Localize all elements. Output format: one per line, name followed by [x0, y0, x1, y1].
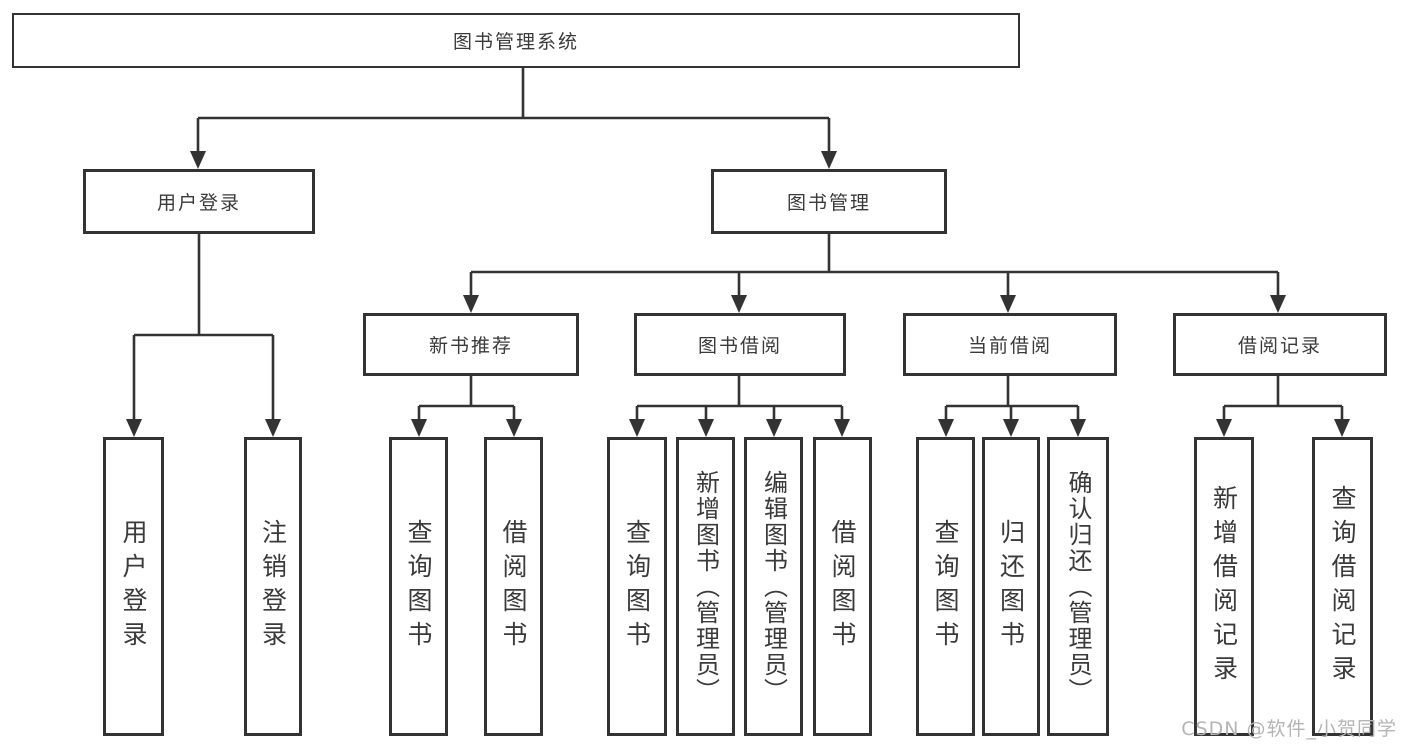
- leaf-newbook-borrow-book: 借阅图书: [484, 437, 543, 736]
- connector-user-login-to-leaves: [126, 234, 281, 437]
- node-user-login: 用户登录: [83, 169, 315, 234]
- connector-book-management-to-level2: [463, 234, 1286, 313]
- connector-borrow-records-to-leaves: [1216, 376, 1350, 437]
- leaf-current-return-book: 归还图书: [982, 437, 1040, 736]
- leaf-borrow-borrow-book: 借阅图书: [813, 437, 872, 736]
- leaf-borrow-edit-book-admin: 编辑图书（管理员）: [744, 437, 803, 736]
- leaf-borrow-query-book: 查询图书: [607, 437, 667, 736]
- watermark: CSDN @软件_小贺同学: [1181, 718, 1397, 740]
- leaf-current-confirm-return-admin: 确认归还（管理员）: [1047, 437, 1109, 736]
- leaf-current-query-book: 查询图书: [916, 437, 975, 736]
- leaf-user-login: 用户登录: [103, 437, 164, 736]
- leaf-records-query-record: 查询借阅记录: [1312, 437, 1373, 736]
- leaf-records-add-record: 新增借阅记录: [1194, 437, 1254, 736]
- leaf-newbook-query-book: 查询图书: [389, 437, 448, 736]
- leaf-logout: 注销登录: [244, 437, 302, 736]
- node-borrow-records: 借阅记录: [1173, 313, 1387, 376]
- connector-new-book-recommend-to-leaves: [411, 376, 522, 437]
- node-book-management: 图书管理: [711, 169, 947, 234]
- node-book-borrow: 图书借阅: [634, 313, 846, 376]
- connector-current-borrow-to-leaves: [938, 376, 1086, 437]
- leaf-borrow-add-book-admin: 新增图书（管理员）: [676, 437, 735, 736]
- node-new-book-recommend: 新书推荐: [363, 313, 579, 376]
- connector-book-borrow-to-leaves: [629, 376, 850, 437]
- node-current-borrow: 当前借阅: [903, 313, 1117, 376]
- node-root: 图书管理系统: [12, 13, 1020, 68]
- connector-root-to-level1: [190, 68, 837, 169]
